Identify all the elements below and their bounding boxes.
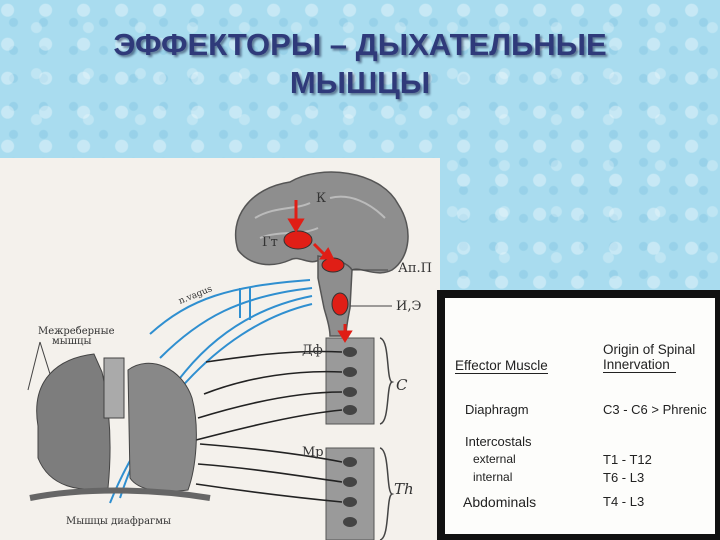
title-line-1: ЭФФЕКТОРЫ – ДЫХАТЕЛЬНЫЕ <box>113 27 607 62</box>
header-effector-muscle: Effector Muscle <box>455 358 548 374</box>
row-origin-diaphragm: C3 - C6 > Phrenic <box>603 402 707 417</box>
title-line-2: МЫШЦЫ <box>289 65 431 100</box>
trachea <box>103 357 125 419</box>
row-muscle-external: external <box>473 452 516 466</box>
label-intercostal-1: Межреберные <box>38 326 115 337</box>
label-k: К <box>316 191 326 206</box>
row-muscle-abdominals: Abdominals <box>463 494 537 510</box>
right-lung <box>36 353 111 490</box>
header-origin: Origin of Spinal Innervation <box>603 342 695 373</box>
innervation-table: Effector Muscle Origin of Spinal Innerva… <box>445 298 715 534</box>
label-ie: И,Э <box>396 299 421 314</box>
pneumotaxic-nucleus <box>321 257 345 273</box>
label-df: Дф <box>302 343 323 358</box>
diaphragm <box>29 487 211 501</box>
header-origin-line-1: Origin of Spinal <box>603 342 696 357</box>
row-muscle-intercostals: Intercostals <box>465 434 532 449</box>
header-origin-line-2: Innervation <box>603 357 676 373</box>
medulla-nucleus <box>331 292 349 316</box>
label-ap: Ап.П <box>398 261 432 276</box>
innervation-table-panel: Effector Muscle Origin of Spinal Innerva… <box>437 290 720 540</box>
row-origin-internal: T6 - L3 <box>603 470 645 485</box>
label-gt: Гт <box>262 235 278 250</box>
label-c: C <box>396 376 408 394</box>
label-th: Th <box>394 480 414 498</box>
hypothalamus-nucleus <box>283 230 313 250</box>
slide-title: ЭФФЕКТОРЫ – ДЫХАТЕЛЬНЫЕ МЫШЦЫ <box>0 26 720 102</box>
diagram-svg: К Гт Ап.П И,Э Дф Мр C Th Межреберные мыш… <box>27 171 432 540</box>
row-muscle-internal: internal <box>473 470 513 484</box>
label-mr: Мр <box>302 445 324 460</box>
brain-shape <box>234 171 409 274</box>
row-origin-abdominals: T4 - L3 <box>603 494 645 509</box>
label-intercostal-2: мышцы <box>52 336 91 347</box>
row-origin-external: T1 - T12 <box>603 452 652 467</box>
respiratory-diagram: К Гт Ап.П И,Э Дф Мр C Th Межреберные мыш… <box>0 158 440 540</box>
label-diaphragm: Мышцы диафрагмы <box>66 516 171 527</box>
row-muscle-diaphragm: Diaphragm <box>465 402 529 417</box>
